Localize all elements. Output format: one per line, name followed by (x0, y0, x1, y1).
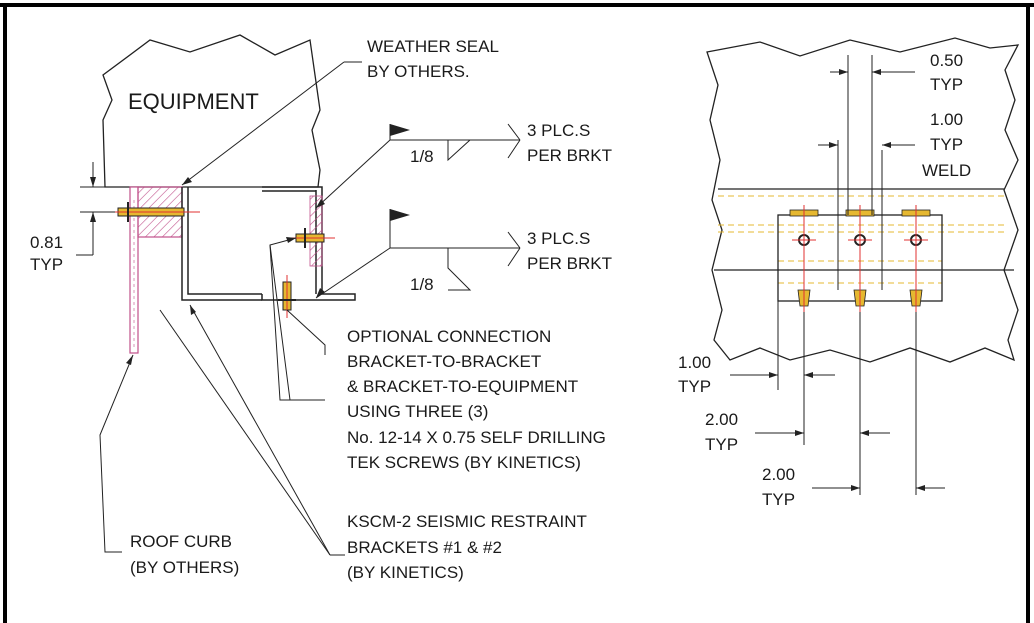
equipment-outline (102, 34, 321, 188)
dim-081-value: 0.81 (30, 233, 63, 252)
weld-1-note-2: PER BRKT (527, 146, 612, 165)
dim-100-weld-value: 1.00 (930, 110, 963, 129)
roof-curb (129, 186, 139, 354)
weld-1-note-1: 3 PLC.S (527, 121, 590, 140)
screw-bottom (278, 275, 296, 318)
optional-note-6: TEK SCREWS (BY KINETICS) (347, 453, 581, 472)
optional-connection-leader: OPTIONAL CONNECTION BRACKET-TO-BRACKET &… (269, 237, 606, 472)
kscm-note-2: BRACKETS #1 & #2 (347, 538, 502, 557)
kscm-note-1: KSCM-2 SEISMIC RESTRAINT (347, 512, 587, 531)
weather-seal-label-2: BY OTHERS. (367, 62, 470, 81)
section-view: EQUIPMENT (30, 34, 612, 582)
optional-note-1: OPTIONAL CONNECTION (347, 327, 551, 346)
dimension-081: 0.81 TYP (30, 162, 128, 274)
plan-view: 0.50 TYP 1.00 TYP WELD 1.00 TYP 2.00 TYP… (678, 37, 1020, 509)
dim-081-typ: TYP (30, 255, 63, 274)
dim-050-typ: TYP (930, 75, 963, 94)
weld-symbol-2: 1/8 3 PLC.S PER BRKT (315, 209, 612, 299)
dim-200a-typ: TYP (705, 435, 738, 454)
dim-200a-value: 2.00 (705, 410, 738, 429)
kscm-leader: KSCM-2 SEISMIC RESTRAINT BRACKETS #1 & #… (159, 304, 587, 582)
weld-2-note-1: 3 PLC.S (527, 229, 590, 248)
optional-note-3: & BRACKET-TO-EQUIPMENT (347, 377, 578, 396)
roof-curb-label-1: ROOF CURB (130, 532, 232, 551)
optional-note-2: BRACKET-TO-BRACKET (347, 352, 541, 371)
weld-1-size: 1/8 (410, 147, 434, 166)
optional-note-5: No. 12-14 X 0.75 SELF DRILLING (347, 428, 606, 447)
dim-100-weld-label: WELD (922, 161, 971, 180)
plan-break-outline (706, 37, 1020, 363)
dimension-weld: 0.50 TYP 1.00 TYP WELD (818, 51, 971, 290)
dim-100-weld-typ: TYP (930, 135, 963, 154)
roof-curb-label-2: (BY OTHERS) (130, 558, 239, 577)
weather-seal-leader: WEATHER SEAL BY OTHERS. (181, 37, 499, 186)
kscm-note-3: (BY KINETICS) (347, 563, 464, 582)
dimension-spacing: 1.00 TYP 2.00 TYP 2.00 TYP (678, 301, 945, 509)
equipment-label: EQUIPMENT (128, 89, 259, 114)
dim-100-edge-typ: TYP (678, 377, 711, 396)
dim-050-value: 0.50 (930, 51, 963, 70)
plan-screws (789, 205, 931, 312)
dim-200b-typ: TYP (762, 490, 795, 509)
screw-seal (110, 202, 200, 222)
dim-100-edge-value: 1.00 (678, 353, 711, 372)
bracket-1 (181, 187, 262, 301)
weld-2-note-2: PER BRKT (527, 254, 612, 273)
dim-200b-value: 2.00 (762, 465, 795, 484)
weather-seal-label-1: WEATHER SEAL (367, 37, 499, 56)
weld-symbol-1: 1/8 3 PLC.S PER BRKT (315, 121, 612, 209)
weld-2-size: 1/8 (410, 275, 434, 294)
roof-curb-leader: ROOF CURB (BY OTHERS) (99, 354, 239, 577)
optional-note-4: USING THREE (3) (347, 402, 488, 421)
